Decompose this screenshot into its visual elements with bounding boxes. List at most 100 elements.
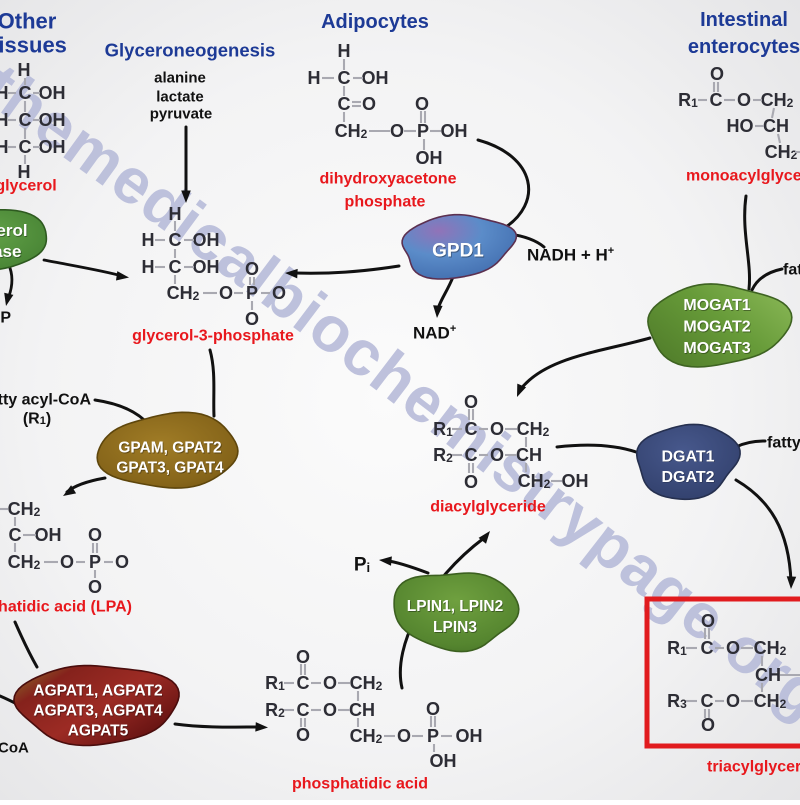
svg-text:R1: R1 (265, 673, 285, 693)
svg-text:O: O (296, 725, 310, 745)
svg-text:P: P (427, 726, 439, 746)
svg-text:H: H (169, 204, 182, 224)
svg-text:CH: CH (349, 700, 375, 720)
svg-text:(R1): (R1) (23, 411, 51, 428)
svg-text:OH: OH (456, 726, 483, 746)
svg-text:enterocytes: enterocytes (688, 36, 800, 58)
svg-text:LPIN1, LPIN2: LPIN1, LPIN2 (408, 599, 504, 616)
svg-text:OH: OH (416, 148, 443, 168)
svg-text:O: O (701, 611, 715, 631)
svg-text:O: O (219, 283, 233, 303)
svg-text:O: O (245, 259, 259, 279)
svg-text:O: O (710, 64, 724, 84)
svg-text:C: C (169, 257, 182, 277)
svg-text:CH2: CH2 (335, 121, 368, 141)
svg-text:O: O (272, 283, 286, 303)
svg-text:GPAT3, GPAT4: GPAT3, GPAT4 (116, 460, 224, 477)
svg-text:H: H (18, 60, 31, 80)
svg-text:O: O (490, 445, 504, 465)
svg-text:NADH + H+: NADH + H+ (527, 245, 614, 265)
svg-text:alanine: alanine (154, 70, 206, 87)
svg-text:R1: R1 (433, 419, 453, 439)
svg-text:CoA: CoA (0, 740, 29, 757)
svg-text:DGAT2: DGAT2 (662, 470, 715, 487)
svg-text:H: H (142, 257, 155, 277)
svg-text:CH2: CH2 (761, 90, 794, 110)
svg-text:CH2: CH2 (350, 673, 383, 693)
svg-text:GPAM, GPAT2: GPAM, GPAT2 (118, 440, 221, 457)
svg-text:AGPAT1, AGPAT2: AGPAT1, AGPAT2 (33, 683, 162, 700)
svg-text:DGAT1: DGAT1 (661, 448, 714, 465)
svg-text:OH: OH (39, 83, 66, 103)
svg-text:glycerol-3-phosphate: glycerol-3-phosphate (132, 328, 294, 345)
svg-text:LPIN1, LPIN2: LPIN1, LPIN2 (407, 598, 503, 615)
svg-text:ADP: ADP (0, 310, 11, 327)
svg-text:triacylglycerol: triacylglycerol (707, 759, 800, 776)
svg-text:C: C (338, 94, 351, 114)
svg-text:OH: OH (362, 68, 389, 88)
svg-text:C: C (710, 90, 723, 110)
svg-text:DGAT1: DGAT1 (662, 449, 715, 466)
svg-text:glycerol: glycerol (0, 222, 28, 241)
svg-text:GPAM, GPAT2: GPAM, GPAT2 (119, 440, 222, 457)
svg-text:GPAT3, GPAT4: GPAT3, GPAT4 (117, 460, 225, 477)
svg-text:O: O (60, 552, 74, 572)
svg-text:O: O (115, 552, 129, 572)
svg-text:OH: OH (193, 230, 220, 250)
svg-text:H: H (338, 41, 351, 61)
svg-text:C: C (19, 110, 32, 130)
svg-text:R2: R2 (265, 700, 285, 720)
svg-text:lactate: lactate (156, 89, 204, 106)
svg-text:C: C (19, 137, 32, 157)
svg-text:glycerol: glycerol (0, 221, 28, 240)
svg-text:C: C (465, 445, 478, 465)
svg-text:AGPAT3, AGPAT4: AGPAT3, AGPAT4 (34, 703, 164, 720)
svg-text:fatty acyl-CoA: fatty acyl-CoA (767, 435, 800, 452)
svg-text:O: O (490, 419, 504, 439)
svg-text:Other: Other (0, 9, 57, 34)
svg-text:C: C (297, 700, 310, 720)
svg-text:P: P (417, 121, 429, 141)
svg-text:Adipocytes: Adipocytes (321, 11, 429, 33)
svg-text:O: O (397, 726, 411, 746)
svg-text:CH2: CH2 (350, 726, 383, 746)
svg-text:AGPAT5: AGPAT5 (68, 723, 129, 740)
svg-text:tissues: tissues (0, 33, 67, 58)
svg-text:MOGAT3: MOGAT3 (684, 341, 751, 358)
svg-text:OH: OH (193, 257, 220, 277)
svg-text:C: C (701, 691, 714, 711)
svg-text:pyruvate: pyruvate (150, 106, 213, 123)
svg-text:O: O (415, 94, 429, 114)
svg-text:O: O (737, 90, 751, 110)
svg-text:CH2: CH2 (517, 419, 550, 439)
svg-text:glycerol: glycerol (0, 178, 57, 195)
svg-text:MOGAT2: MOGAT2 (684, 319, 751, 336)
svg-text:phosphatidic acid: phosphatidic acid (292, 776, 428, 793)
svg-text:O: O (464, 472, 478, 492)
svg-text:CH: CH (516, 445, 542, 465)
svg-text:C: C (9, 525, 22, 545)
svg-text:dihydroxyacetone: dihydroxyacetone (320, 171, 457, 188)
svg-text:C: C (297, 673, 310, 693)
svg-text:LPIN3: LPIN3 (433, 619, 477, 636)
svg-text:kinase: kinase (0, 242, 21, 261)
svg-text:AGPAT5: AGPAT5 (69, 723, 130, 740)
svg-text:OH: OH (35, 525, 62, 545)
svg-text:CH2: CH2 (765, 142, 798, 162)
svg-text:O: O (323, 673, 337, 693)
svg-text:MOGAT1: MOGAT1 (684, 298, 751, 315)
svg-text:O: O (726, 638, 740, 658)
svg-text:MOGAT1: MOGAT1 (683, 297, 750, 314)
svg-text:OH: OH (39, 137, 66, 157)
svg-text:O: O (362, 94, 376, 114)
svg-text:Glyceroneogenesis: Glyceroneogenesis (105, 40, 276, 61)
svg-text:R1: R1 (678, 90, 698, 110)
svg-text:O: O (726, 691, 740, 711)
svg-text:fatty acyl-CoA: fatty acyl-CoA (783, 262, 800, 279)
svg-text:R2: R2 (433, 445, 453, 465)
svg-text:O: O (245, 309, 259, 329)
svg-text:AGPAT3, AGPAT4: AGPAT3, AGPAT4 (33, 703, 163, 720)
svg-text:diacylglyceride: diacylglyceride (430, 499, 546, 516)
svg-text:kinase: kinase (0, 243, 22, 262)
svg-text:monoacylglycerol: monoacylglycerol (686, 168, 800, 185)
